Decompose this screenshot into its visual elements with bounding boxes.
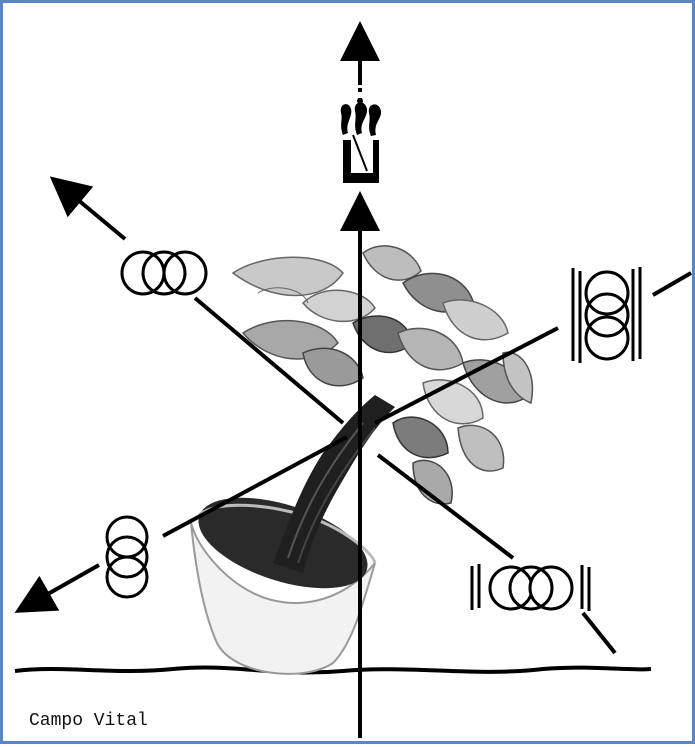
ground-line xyxy=(15,667,651,672)
diagonal-axis-upper-left-arrow xyxy=(59,184,125,239)
diagonal-axis-upper-right-dash xyxy=(653,273,691,295)
diagonal-axis-lower-left-arrow xyxy=(25,565,99,607)
hebrew-shin-symbol xyxy=(341,98,381,183)
three-vertical-circles-symbol xyxy=(107,517,147,597)
diagram-caption: Campo Vital xyxy=(29,711,148,731)
two-vertical-circles-with-bars-symbol xyxy=(573,267,640,363)
vital-field-diagram xyxy=(3,3,695,747)
axes xyxy=(25,33,691,738)
diagonal-axis-lower-right-dash xyxy=(583,613,615,653)
two-horizontal-circles-symbol xyxy=(122,252,206,294)
two-horizontal-circles-with-bars-symbol xyxy=(472,564,589,611)
plant-leaves xyxy=(233,246,532,504)
